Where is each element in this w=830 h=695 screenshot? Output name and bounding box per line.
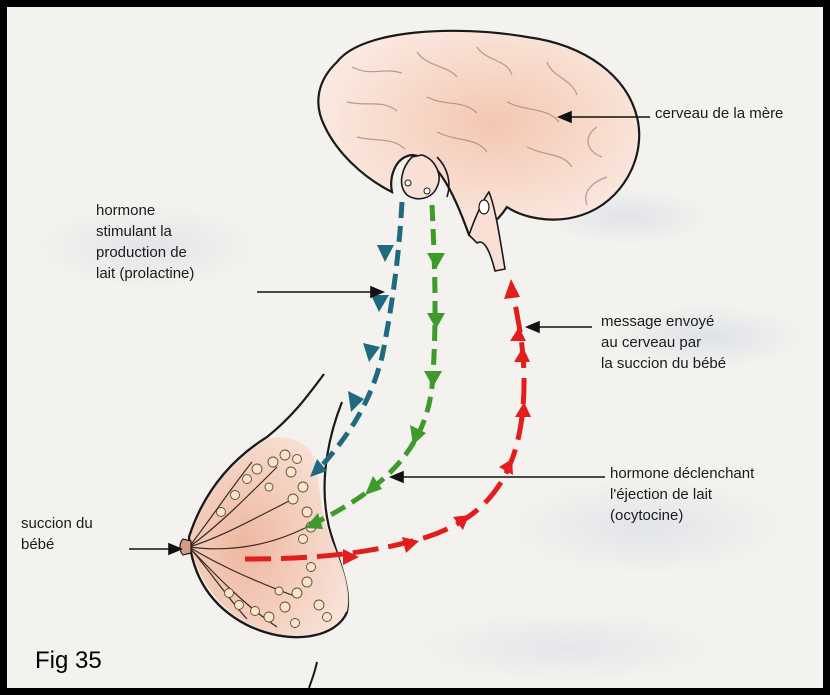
- message-label: message envoyé au cerveau par la succion…: [601, 311, 726, 374]
- diagram-frame: cerveau de la mère hormone stimulant la …: [7, 7, 823, 688]
- prolactin-arrow: [310, 202, 402, 477]
- prolactin-label: hormone stimulant la production de lait …: [96, 200, 194, 284]
- figure-caption: Fig 35: [35, 647, 102, 675]
- oxytocin-label: hormone déclenchant l'éjection de lait (…: [610, 463, 754, 526]
- breast-illustration: [180, 374, 348, 688]
- brain-illustration: [318, 31, 639, 271]
- suckling-label: succion du bébé: [21, 513, 93, 555]
- oxytocin-arrow: [305, 205, 445, 529]
- brain-label: cerveau de la mère: [655, 103, 783, 124]
